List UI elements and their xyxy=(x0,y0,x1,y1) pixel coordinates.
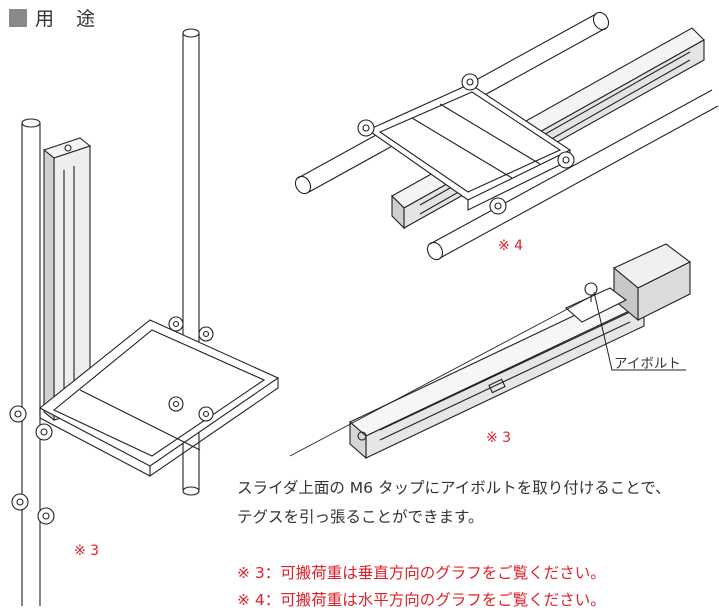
section-title: 用 途 xyxy=(35,8,104,30)
footnote-4: ※ 4：可搬荷重は水平方向のグラフをご覧ください。 xyxy=(237,591,606,609)
horizontal-rail-illustration xyxy=(294,11,719,261)
eyebolt-actuator-illustration xyxy=(289,243,692,460)
footnote-3: ※ 3：可搬荷重は垂直方向のグラフをご覧ください。 xyxy=(237,564,606,582)
note-mark-4: ※ 4 xyxy=(498,238,524,254)
eyebolt-callout-label: アイボルト xyxy=(614,356,681,372)
description-text: スライダ上面の M6 タップにアイボルトを取り付けることで、 テグスを引っ張るこ… xyxy=(237,474,671,532)
vertical-setup-illustration xyxy=(9,28,280,606)
note-mark-3-left: ※ 3 xyxy=(74,543,100,559)
description-line-2: テグスを引っ張ることができます。 xyxy=(237,508,484,526)
heading-square-icon xyxy=(9,8,27,27)
section-heading: 用 途 xyxy=(9,4,103,31)
note-mark-3-right: ※ 3 xyxy=(486,430,512,446)
description-line-1: スライダ上面の M6 タップにアイボルトを取り付けることで、 xyxy=(237,479,671,497)
